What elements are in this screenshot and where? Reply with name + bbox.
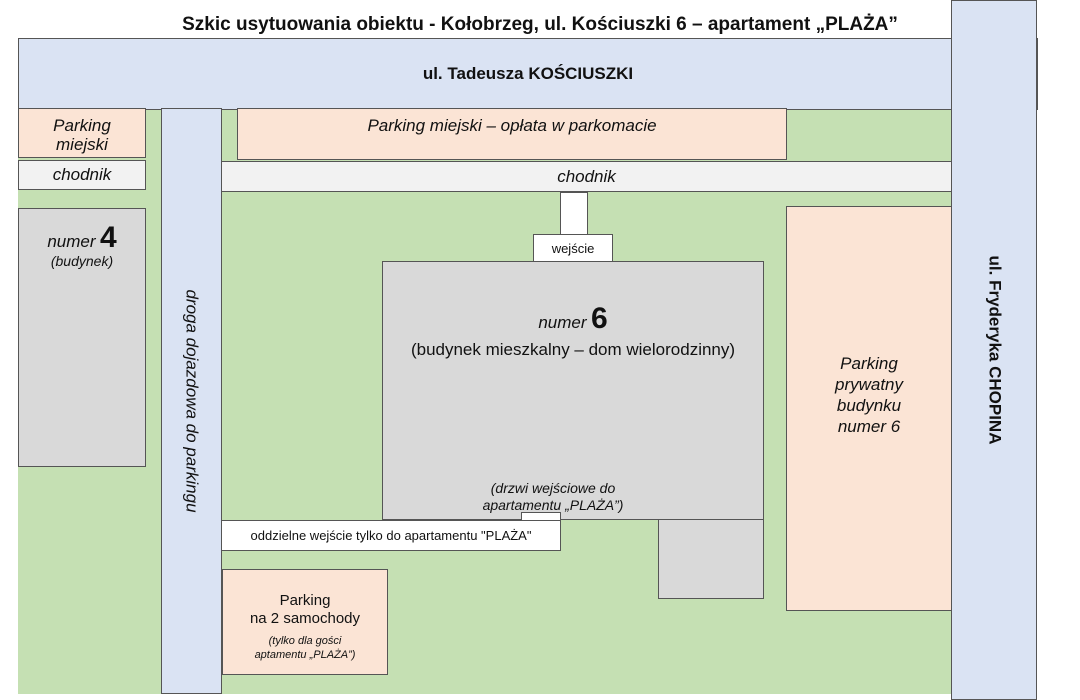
parking-private-line4: numer 6 (837, 417, 901, 436)
building-6: numer 6 (budynek mieszkalny – dom wielor… (382, 261, 764, 520)
building-6-door-line2: apartamentu „PLAŻA”) (482, 497, 624, 513)
access-road-label: droga dojazdowa do parkingu (182, 289, 202, 513)
building-4: numer 4 (budynek) (18, 208, 146, 467)
main-entrance-label: wejście (551, 241, 595, 256)
building-4-label: numer (47, 232, 96, 251)
street-chopina: ul. Fryderyka CHOPINA (951, 0, 1037, 700)
building-6-label: numer (538, 313, 587, 332)
sidewalk-top-label: chodnik (557, 166, 616, 186)
parking-city-left: Parking miejski (18, 108, 146, 158)
parking-city-paid: Parking miejski – opłata w parkomacie (237, 108, 787, 160)
parking-two-cars-note2: aptamentu „PLAŻA”) (254, 649, 356, 661)
sidewalk-top: chodnik (221, 161, 952, 192)
building-6-number: 6 (590, 302, 608, 335)
parking-two-cars-note1: (tylko dla gości (268, 635, 342, 647)
building-4-number: 4 (99, 221, 117, 254)
building-6-sub: (budynek mieszkalny – dom wielorodzinny) (410, 340, 736, 359)
access-road: droga dojazdowa do parkingu (161, 108, 222, 694)
parking-private-line3: budynku (836, 396, 902, 415)
building-6-door-line1: (drzwi wejściowe do (490, 480, 616, 496)
sidewalk-left: chodnik (18, 160, 146, 190)
parking-city-left-line2: miejski (56, 135, 108, 154)
entrance-path (560, 192, 588, 235)
parking-private: Parking prywatny budynku numer 6 (786, 206, 952, 611)
main-entrance: wejście (533, 234, 613, 263)
parking-two-cars: Parking na 2 samochody (tylko dla gości … (222, 569, 388, 675)
parking-city-left-line1: Parking (53, 116, 111, 135)
separate-entrance: oddzielne wejście tylko do apartamentu "… (221, 520, 561, 551)
sidewalk-left-label: chodnik (52, 165, 112, 184)
diagram-title: Szkic usytuowania obiektu - Kołobrzeg, u… (182, 14, 898, 35)
separate-entrance-label: oddzielne wejście tylko do apartamentu "… (250, 528, 532, 543)
parking-private-line1: Parking (840, 354, 898, 373)
parking-two-cars-line2: na 2 samochody (249, 610, 361, 627)
parking-private-line2: prywatny (834, 375, 904, 394)
street-kosciuszki: ul. Tadeusza KOŚCIUSZKI (18, 38, 1038, 110)
building-6-annex (658, 519, 764, 599)
parking-city-paid-label: Parking miejski – opłata w parkomacie (367, 116, 657, 135)
parking-two-cars-line1: Parking (279, 592, 331, 609)
street-chopina-label: ul. Fryderyka CHOPINA (985, 255, 1005, 445)
street-kosciuszki-label: ul. Tadeusza KOŚCIUSZKI (422, 64, 634, 83)
building-4-sub: (budynek) (50, 253, 114, 269)
